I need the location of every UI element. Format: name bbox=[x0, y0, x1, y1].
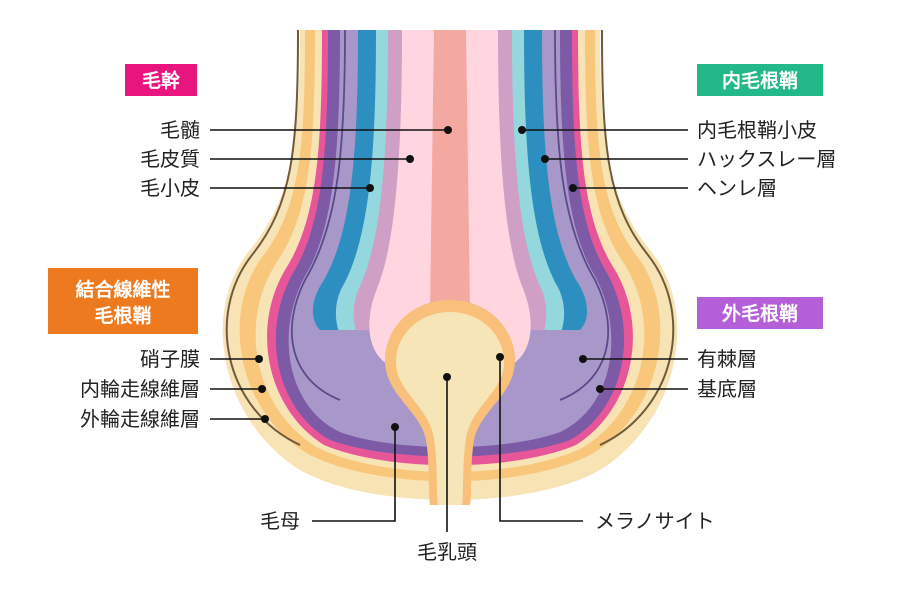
label-henle-layer: ヘンレ層 bbox=[697, 176, 777, 200]
connective-sheath-group-label-line1: 結合線維性 bbox=[75, 278, 170, 301]
outer-root-sheath-group-label: 外毛根鞘 bbox=[722, 302, 798, 325]
label-inner-circular-fiber: 内輪走線維層 bbox=[80, 377, 200, 401]
henle-contour-left bbox=[291, 29, 346, 401]
label-melanocyte: メラノサイト bbox=[595, 509, 715, 533]
marker-inner-circular-fiber bbox=[258, 385, 266, 393]
marker-cortex bbox=[406, 155, 414, 163]
connective-sheath-group-badge bbox=[48, 268, 198, 334]
label-inner-root-sheath-cuticle: 内毛根鞘小皮 bbox=[697, 118, 817, 142]
label-dermal-papilla: 毛乳頭 bbox=[417, 540, 477, 564]
dermal-papilla bbox=[396, 312, 504, 505]
label-huxley-layer: ハックスレー層 bbox=[697, 147, 836, 171]
label-glassy-membrane: 硝子膜 bbox=[140, 347, 200, 371]
marker-huxley-layer bbox=[541, 155, 549, 163]
marker-medulla bbox=[444, 126, 452, 134]
label-spinous-layer: 有棘層 bbox=[697, 347, 757, 371]
label-medulla: 毛髄 bbox=[160, 118, 200, 142]
marker-spinous-layer bbox=[579, 355, 587, 363]
label-cortex: 毛皮質 bbox=[140, 147, 200, 171]
shaft-group-label: 毛幹 bbox=[142, 69, 181, 92]
marker-henle-layer bbox=[569, 184, 577, 192]
outer-contour-line-right bbox=[599, 29, 675, 446]
label-outer-circular-fiber: 外輪走線維層 bbox=[80, 407, 200, 431]
connective-sheath-group-label-line2: 毛根鞘 bbox=[94, 304, 151, 327]
marker-glassy-membrane bbox=[255, 355, 263, 363]
inner-root-sheath-group-badge bbox=[697, 64, 823, 96]
henle-contour-right bbox=[554, 29, 609, 401]
label-cuticle: 毛小皮 bbox=[140, 176, 200, 200]
marker-basal-layer bbox=[596, 385, 604, 393]
marker-inner-root-sheath-cuticle bbox=[518, 126, 526, 134]
label-basal-layer: 基底層 bbox=[697, 377, 757, 401]
inner-root-sheath-group-label: 内毛根鞘 bbox=[722, 69, 798, 92]
leader-hair-matrix bbox=[312, 427, 396, 522]
marker-outer-circular-fiber bbox=[261, 415, 269, 423]
marker-cuticle bbox=[366, 184, 374, 192]
label-hair-matrix: 毛母 bbox=[260, 509, 300, 533]
outer-contour-line bbox=[225, 29, 301, 446]
leader-melanocyte bbox=[499, 357, 583, 522]
outer-root-sheath-group-badge bbox=[697, 297, 823, 329]
medulla-region bbox=[430, 30, 470, 310]
shaft-group-badge bbox=[125, 64, 197, 96]
